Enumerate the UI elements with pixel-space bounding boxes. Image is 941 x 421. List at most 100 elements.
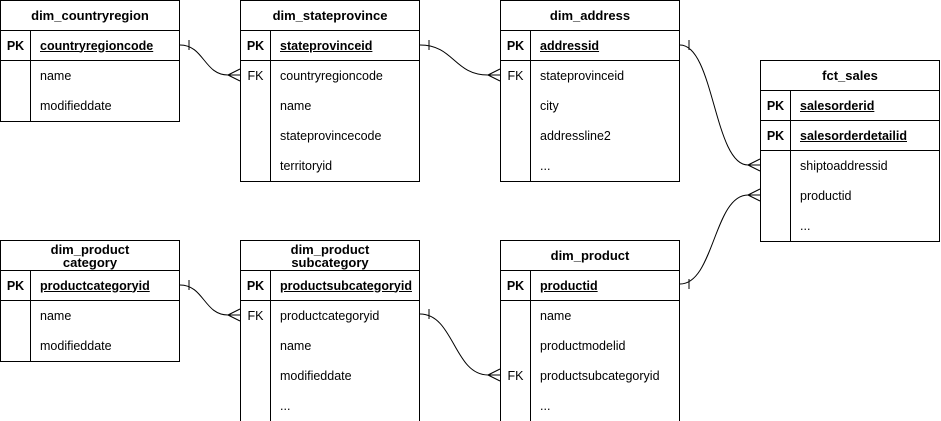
key-badge (241, 151, 271, 181)
field-name: ... (280, 399, 291, 413)
relationship-dim_productsubcategory--dim_product[interactable] (419, 309, 501, 382)
key-badge: PK (1, 31, 31, 60)
relationship-dim_stateprovince--dim_address[interactable] (419, 40, 501, 82)
entity-title: dim_product (501, 241, 679, 271)
field-row: name (1, 301, 179, 331)
key-badge (1, 91, 31, 121)
key-badge (761, 211, 791, 241)
key-badge: FK (241, 61, 271, 91)
key-badge: PK (1, 271, 31, 300)
field-row: ... (501, 391, 679, 421)
field-name: name (40, 309, 72, 323)
key-badge (1, 301, 31, 331)
cardinality-crow-foot-icon (227, 68, 241, 82)
field-name: city (540, 99, 559, 113)
primary-key-row: PK salesorderdetailid (761, 121, 939, 151)
primary-key-row: PK stateprovinceid (241, 31, 419, 61)
field-row: addressline2 (501, 121, 679, 151)
field-name: modifieddate (40, 339, 112, 353)
key-badge: PK (241, 271, 271, 300)
field-row: ... (761, 211, 939, 241)
primary-key-row: PK productcategoryid (1, 271, 179, 301)
field-row: name (1, 61, 179, 91)
field-name: productsubcategoryid (280, 278, 412, 293)
relationship-dim_product--fct_sales[interactable] (679, 188, 761, 289)
entity-title: dim_countryregion (1, 1, 179, 31)
key-badge (241, 91, 271, 121)
key-badge: PK (761, 121, 791, 150)
field-row: stateprovincecode (241, 121, 419, 151)
field-name: addressline2 (540, 129, 611, 143)
relationship-line (419, 44, 489, 76)
key-badge: PK (241, 31, 271, 60)
field-row: name (241, 331, 419, 361)
key-badge: PK (761, 91, 791, 120)
cardinality-crow-foot-icon (747, 188, 761, 202)
field-name: name (40, 69, 72, 83)
field-name: countryregioncode (40, 38, 154, 53)
field-row: modifieddate (1, 331, 179, 361)
field-name: countryregioncode (280, 69, 383, 83)
field-name: salesorderdetailid (800, 128, 907, 143)
key-badge (501, 151, 531, 181)
field-row: FK productcategoryid (241, 301, 419, 331)
relationship-line (179, 44, 229, 76)
cardinality-crow-foot-icon (487, 68, 501, 82)
relationship-line (679, 44, 749, 166)
key-badge (501, 91, 531, 121)
cardinality-crow-foot-icon (487, 368, 501, 382)
entity-title: dim_address (501, 1, 679, 31)
field-name: name (280, 339, 312, 353)
field-name: addressid (540, 38, 600, 53)
key-badge (501, 301, 531, 331)
cardinality-crow-foot-icon (747, 158, 761, 172)
relationship-line (419, 313, 489, 376)
field-row: modifieddate (1, 91, 179, 121)
field-row: shiptoaddressid (761, 151, 939, 181)
relationship-line (679, 194, 749, 285)
field-name: productid (540, 278, 598, 293)
relationship-dim_productcategory--dim_productsubcategory[interactable] (179, 280, 241, 322)
entity-title: fct_sales (761, 61, 939, 91)
key-badge: FK (501, 361, 531, 391)
field-name: modifieddate (280, 369, 352, 383)
entity-title: dim_stateprovince (241, 1, 419, 31)
key-badge (501, 331, 531, 361)
key-badge (241, 121, 271, 151)
relationship-dim_countryregion--dim_stateprovince[interactable] (179, 40, 241, 82)
field-row: city (501, 91, 679, 121)
field-name: productcategoryid (280, 309, 380, 323)
cardinality-crow-foot-icon (227, 308, 241, 322)
field-row: name (501, 301, 679, 331)
entity-title: dim_product subcategory (241, 241, 419, 271)
field-row: territoryid (241, 151, 419, 181)
field-name: shiptoaddressid (800, 159, 888, 173)
field-name: productcategoryid (40, 278, 150, 293)
field-row: name (241, 91, 419, 121)
key-badge (761, 181, 791, 211)
key-badge (501, 121, 531, 151)
relationship-dim_address--fct_sales[interactable] (679, 40, 761, 172)
key-badge (501, 391, 531, 421)
key-badge (1, 61, 31, 91)
field-name: stateprovinceid (280, 38, 373, 53)
key-badge: FK (241, 301, 271, 331)
field-name: modifieddate (40, 99, 112, 113)
field-name: productmodelid (540, 339, 626, 353)
field-name: ... (540, 399, 551, 413)
field-row: modifieddate (241, 361, 419, 391)
